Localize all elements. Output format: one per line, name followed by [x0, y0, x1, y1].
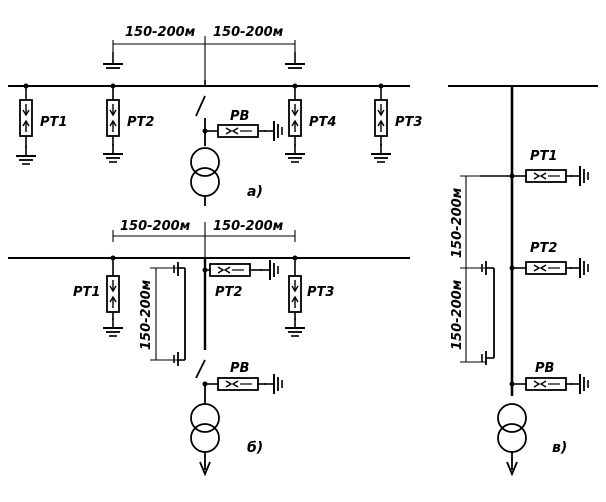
- label-rt3-a: РТ3: [395, 115, 422, 130]
- panel-a: 150-200м 150-200м РТ1 РТ2: [8, 25, 422, 206]
- arrester-rt1-a: [15, 83, 37, 165]
- arrester-rt1-b: [102, 255, 124, 337]
- label-rt3-b: РТ3: [307, 285, 334, 300]
- transformer-a: [190, 147, 220, 206]
- arrester-rt3-a: [370, 83, 392, 163]
- label-rt2-v: РТ2: [530, 241, 557, 256]
- label-rt1-b: РТ1: [73, 285, 100, 300]
- label-rt2-b: РТ2: [215, 285, 242, 300]
- dim-v-lower: 150-200м: [450, 279, 465, 350]
- dim-b-vertical: 150-200м: [139, 279, 154, 350]
- arrester-rt3-b: [284, 255, 306, 337]
- arrester-rt2-v: [509, 257, 589, 279]
- panel-b: 150-200м 150-200м РТ1 РТ3 РТ2: [8, 219, 410, 477]
- arrester-rv-a: [205, 120, 283, 142]
- arrester-rt2-a: [102, 83, 124, 163]
- dim-b-right: 150-200м: [213, 219, 284, 234]
- switch-b: [195, 359, 208, 404]
- dim-a-right: 150-200м: [213, 25, 284, 40]
- transformer-v: [497, 403, 527, 477]
- dim-b-left: 150-200м: [120, 219, 191, 234]
- panel-v: РТ1 РТ2 РВ 150: [448, 85, 598, 477]
- label-rt4-a: РТ4: [309, 115, 336, 130]
- label-rt1-a: РТ1: [40, 115, 67, 130]
- panel-label-a: а): [247, 184, 263, 200]
- arrester-rt1-v: [509, 165, 589, 187]
- label-rv-a: РВ: [230, 109, 250, 124]
- transformer-b: [190, 403, 220, 477]
- dim-a-left: 150-200м: [125, 25, 196, 40]
- dim-v-upper: 150-200м: [450, 187, 465, 258]
- panel-label-v: в): [552, 440, 567, 456]
- label-rt2-a: РТ2: [127, 115, 154, 130]
- arrester-rt2-b: [202, 259, 279, 281]
- arrester-rt4-a: [284, 83, 306, 163]
- label-rv-b: РВ: [230, 361, 250, 376]
- label-rt1-v: РТ1: [530, 149, 557, 164]
- arrester-rv-v: [509, 373, 589, 395]
- panel-label-b: б): [247, 440, 263, 456]
- arrester-rv-b: [205, 373, 283, 395]
- label-rv-v: РВ: [535, 361, 555, 376]
- switch-a: [195, 95, 208, 146]
